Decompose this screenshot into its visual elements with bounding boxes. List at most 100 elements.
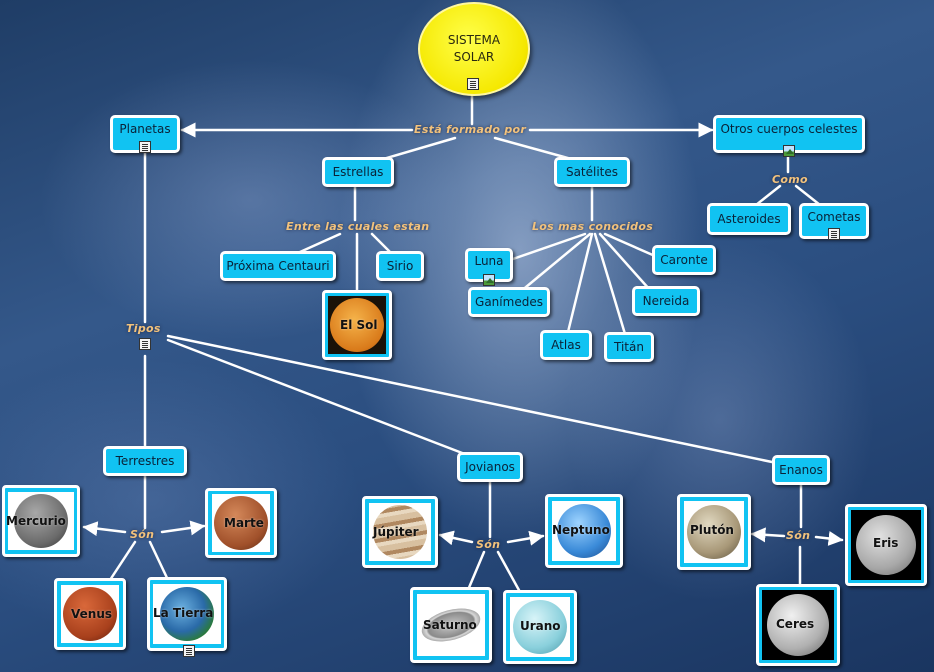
image-label: Urano	[520, 619, 561, 633]
root-title-line2: SOLAR	[454, 49, 495, 66]
line-son-pluton	[752, 534, 784, 536]
document-icon[interactable]	[183, 645, 195, 657]
node-label: Enanos	[779, 463, 823, 477]
document-icon[interactable]	[467, 78, 479, 90]
image-frame: Eris	[851, 510, 921, 580]
image-frame: Urano	[510, 597, 570, 657]
link-tipos: Tipos	[126, 322, 161, 335]
node-label: Ganímedes	[475, 295, 543, 309]
image-label: Saturno	[423, 618, 477, 632]
image-frame: Marte	[212, 494, 270, 552]
image-icon[interactable]	[783, 145, 795, 157]
document-icon[interactable]	[139, 141, 151, 153]
link-entre-las-cuales: Entre las cuales estan	[286, 220, 429, 233]
image-frame: Júpiter	[369, 503, 431, 561]
node-titan[interactable]: Titán	[604, 332, 654, 362]
node-caronte[interactable]: Caronte	[652, 245, 716, 275]
line-son-venus	[110, 542, 135, 580]
node-nereida[interactable]: Nereida	[632, 286, 700, 316]
node-la-tierra[interactable]: La Tierra	[147, 577, 227, 651]
image-label: Júpiter	[373, 525, 419, 539]
node-proxima-centauri[interactable]: Próxima Centauri	[220, 251, 336, 281]
node-atlas[interactable]: Atlas	[540, 330, 592, 360]
image-label: Neptuno	[552, 523, 610, 537]
node-mercurio[interactable]: Mercurio	[2, 485, 80, 557]
link-son-enanos: Són	[786, 529, 810, 542]
node-el-sol[interactable]: El Sol	[322, 290, 392, 360]
node-terrestres[interactable]: Terrestres	[103, 446, 187, 476]
node-sirio[interactable]: Sirio	[376, 251, 424, 281]
node-label: Sirio	[387, 259, 414, 273]
node-marte[interactable]: Marte	[205, 488, 277, 558]
image-frame: Saturno	[417, 594, 485, 656]
line-son-marte	[162, 526, 204, 532]
image-frame: La Tierra	[153, 584, 221, 644]
node-label: Atlas	[551, 338, 581, 352]
node-label: Caronte	[660, 253, 707, 267]
node-eris[interactable]: Eris	[845, 504, 927, 586]
image-label: Ceres	[776, 617, 814, 631]
node-label: Titán	[614, 340, 644, 354]
line-conocidos-caronte	[605, 234, 655, 256]
link-son-jovianos: Són	[476, 538, 500, 551]
image-frame: Ceres	[762, 590, 834, 660]
node-venus[interactable]: Venus	[54, 578, 126, 650]
link-los-mas-conocidos: Los mas conocidos	[532, 220, 653, 233]
line-son-eris	[816, 537, 842, 540]
node-ganimedes[interactable]: Ganímedes	[468, 287, 550, 317]
node-label: Estrellas	[333, 165, 384, 179]
line-tipos-jovianos	[168, 340, 470, 456]
root-title-line1: SISTEMA	[448, 32, 500, 49]
link-son-terrestres: Són	[130, 528, 154, 541]
node-label: Luna	[474, 254, 503, 268]
node-asteroides[interactable]: Asteroides	[707, 203, 791, 235]
node-pluton[interactable]: Plutón	[677, 494, 751, 570]
line-son-tierra	[150, 542, 168, 580]
node-label: Cometas	[807, 210, 860, 224]
node-saturno[interactable]: Saturno	[410, 587, 492, 663]
image-label: Plutón	[690, 523, 734, 537]
link-como: Como	[772, 173, 808, 186]
line-son-neptuno	[508, 536, 543, 542]
node-urano[interactable]: Urano	[503, 590, 577, 664]
line-entre-proxima	[300, 234, 340, 252]
node-label: Próxima Centauri	[226, 259, 329, 273]
node-satelites[interactable]: Satélites	[554, 157, 630, 187]
image-label: Mercurio	[6, 514, 66, 528]
node-label: Jovianos	[465, 460, 515, 474]
line-entre-sirio	[372, 234, 390, 252]
node-neptuno[interactable]: Neptuno	[545, 494, 623, 568]
line-conocidos-titan	[595, 234, 625, 334]
node-ceres[interactable]: Ceres	[756, 584, 840, 666]
line-son-urano	[498, 552, 520, 592]
line-son-saturno	[468, 552, 484, 590]
image-frame: Plutón	[684, 501, 744, 563]
image-frame: Neptuno	[552, 501, 616, 561]
line-son-mercurio	[84, 527, 125, 532]
node-enanos[interactable]: Enanos	[772, 455, 830, 485]
node-label: Otros cuerpos celestes	[720, 122, 857, 136]
image-frame: El Sol	[328, 296, 386, 354]
image-label: Venus	[71, 607, 112, 621]
node-label: Planetas	[119, 122, 170, 136]
image-label: Eris	[873, 536, 898, 550]
image-label: La Tierra	[153, 606, 213, 620]
node-jovianos[interactable]: Jovianos	[457, 452, 523, 482]
image-label: El Sol	[340, 318, 378, 332]
node-estrellas[interactable]: Estrellas	[322, 157, 394, 187]
image-icon[interactable]	[483, 274, 495, 286]
document-icon[interactable]	[139, 338, 151, 350]
line-tipos-enanos	[168, 336, 772, 462]
document-icon[interactable]	[828, 228, 840, 240]
node-label: Satélites	[566, 165, 618, 179]
image-label: Marte	[224, 516, 264, 530]
node-label: Asteroides	[717, 212, 780, 226]
node-label: Terrestres	[116, 454, 175, 468]
image-frame: Mercurio	[8, 492, 74, 550]
image-frame: Venus	[61, 585, 119, 643]
line-son-jupiter	[440, 535, 472, 542]
node-jupiter[interactable]: Júpiter	[362, 496, 438, 568]
link-esta-formado-por: Está formado por	[414, 123, 526, 136]
